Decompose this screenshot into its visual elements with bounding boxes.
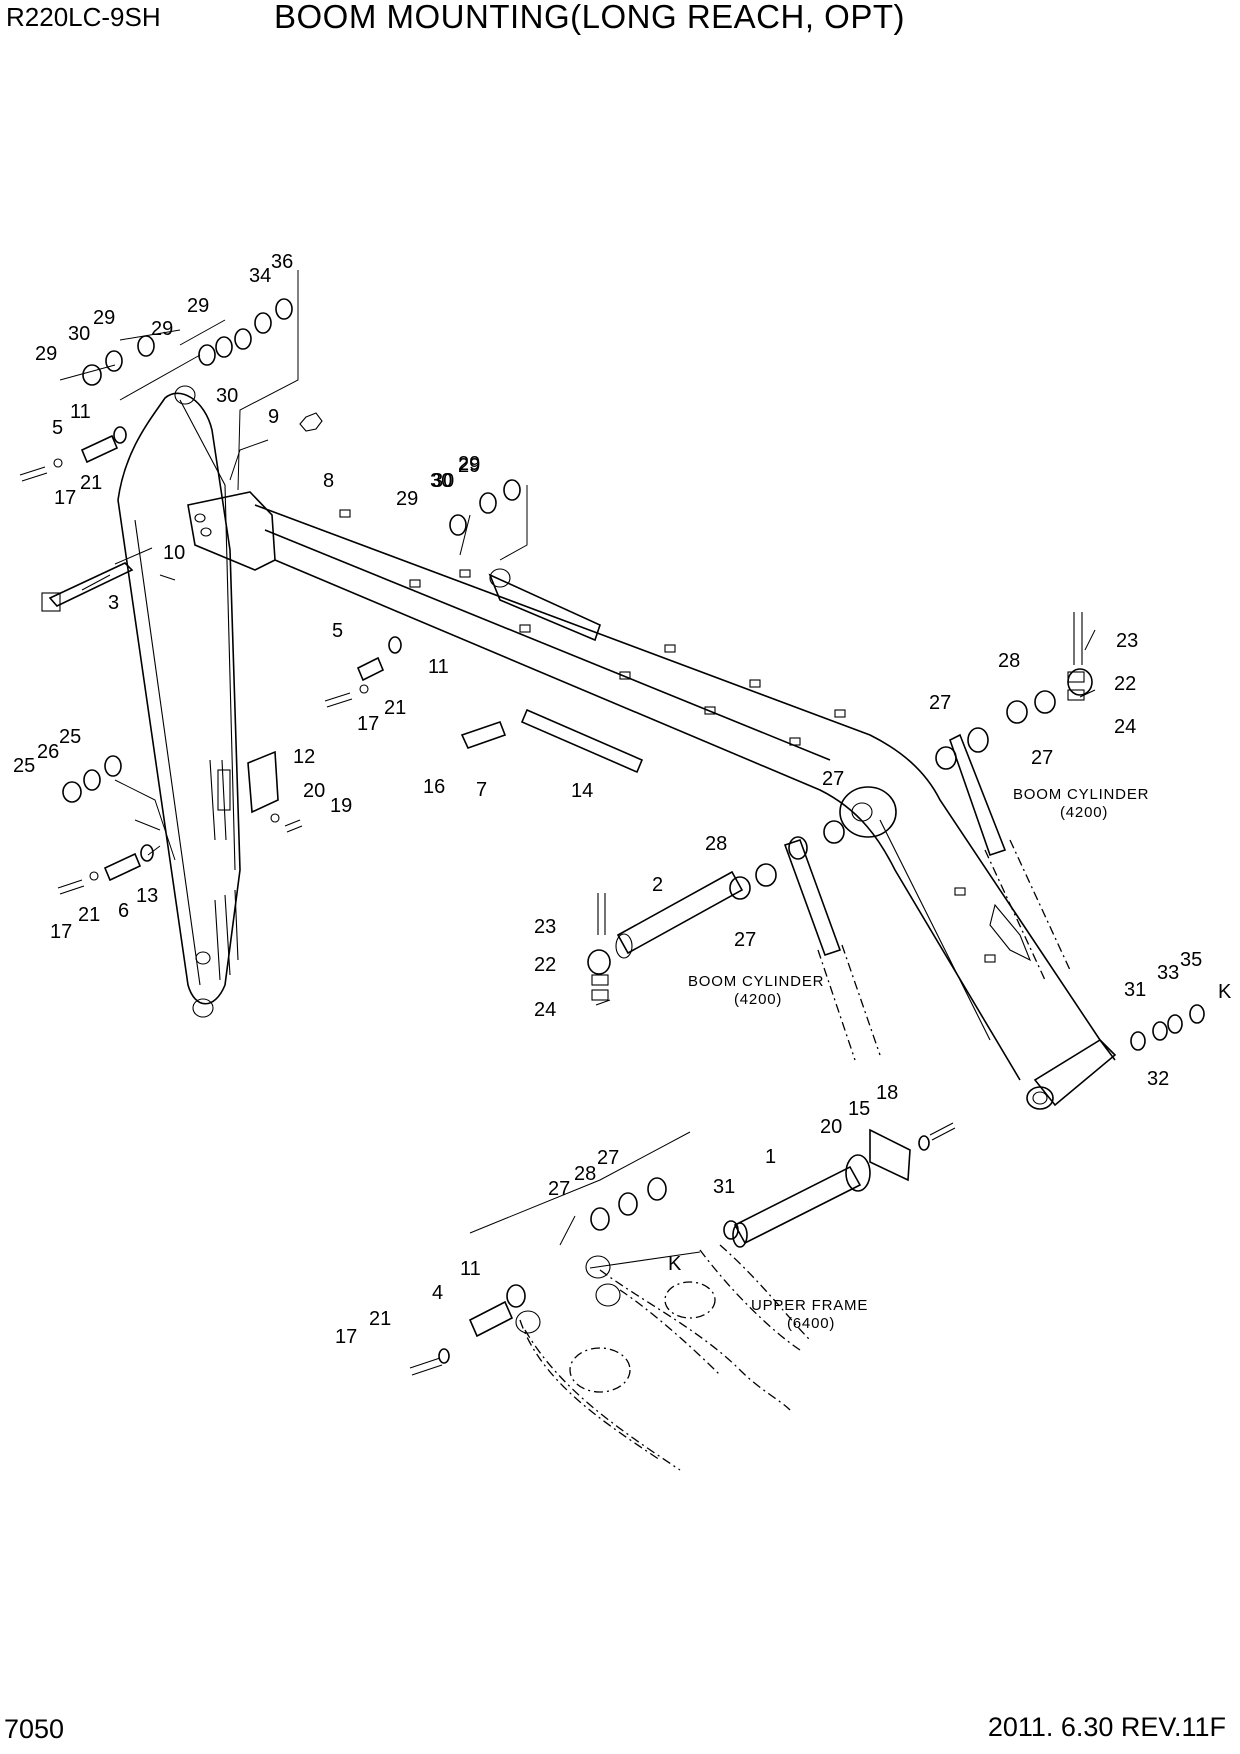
callout: 17 [50, 921, 72, 943]
callout: 17 [335, 1326, 357, 1348]
callout: 14 [571, 780, 593, 802]
callout: 36 [271, 251, 293, 273]
callout: 25 [59, 726, 81, 748]
callout: 33 [1157, 962, 1179, 984]
callout: 28 [705, 833, 727, 855]
callout: 24 [1114, 716, 1136, 738]
callout: 35 [1180, 949, 1202, 971]
note-boom-cylinder-mid: BOOM CYLINDER [688, 973, 824, 990]
callout: K [668, 1253, 682, 1275]
callout: 31 [713, 1176, 735, 1198]
callout: 21 [78, 904, 100, 926]
upper-frame-outline [515, 1244, 811, 1471]
callout-numbers: 36 34 29 29 30 29 29 30 29 30 9 8 11 5 2… [13, 251, 1232, 1348]
callout: 16 [423, 776, 445, 798]
callout: 31 [1124, 979, 1146, 1001]
callout: 29 [187, 295, 209, 317]
pins-and-links [41, 434, 1071, 1338]
callout: 17 [54, 487, 76, 509]
callout: 28 [998, 650, 1020, 672]
callout: 29 [458, 455, 480, 477]
callout: 30 [216, 385, 238, 407]
callout: 26 [37, 741, 59, 763]
callout: 27 [1031, 747, 1053, 769]
callout: 10 [163, 542, 185, 564]
callout: K [1218, 981, 1232, 1003]
callout: 1 [765, 1146, 776, 1168]
callout: 22 [534, 954, 556, 976]
callout: 21 [80, 472, 102, 494]
note-boom-cylinder-mid-ref: (4200) [734, 991, 782, 1008]
callout: 18 [876, 1082, 898, 1104]
note-upper-frame: UPPER FRAME [751, 1297, 868, 1314]
callout: 11 [460, 1258, 481, 1280]
callout: 27 [734, 929, 756, 951]
revision-date: 2011. 6.30 REV.11F [987, 1712, 1226, 1742]
callout: 24 [534, 999, 556, 1021]
callout: 7 [476, 779, 487, 801]
callout: 11 [70, 401, 91, 423]
callout: 21 [384, 697, 406, 719]
page-title: BOOM MOUNTING(LONG REACH, OPT) [274, 0, 906, 35]
callout: 4 [432, 1282, 443, 1304]
callout: 29 [93, 307, 115, 329]
callout: 13 [136, 885, 158, 907]
leader-lines [59, 270, 1096, 1246]
note-boom-cylinder-top-ref: (4200) [1060, 804, 1108, 821]
callout: 22 [1114, 673, 1136, 695]
page-number: 7050 [4, 1714, 65, 1744]
callout: 29 [458, 453, 480, 475]
callout: 2 [652, 874, 663, 896]
model-code: R220LC-9SH [6, 2, 161, 32]
callout: 5 [52, 417, 63, 439]
callout: 29 [35, 343, 57, 365]
callout: 32 [1147, 1068, 1169, 1090]
reference-notes: BOOM CYLINDER (4200) BOOM CYLINDER (4200… [688, 786, 1149, 1332]
callout: 25 [13, 755, 35, 777]
callout: 29 [151, 318, 173, 340]
callout: 23 [1116, 630, 1138, 652]
callout: 30 [68, 323, 90, 345]
callout: 23 [534, 916, 556, 938]
callout: 27 [822, 768, 844, 790]
callout: 20 [303, 780, 325, 802]
callout: 28 [574, 1163, 596, 1185]
callout: 30 [432, 470, 454, 492]
callout: 29 [396, 488, 418, 510]
callout: 21 [369, 1308, 391, 1330]
callout: 17 [357, 713, 379, 735]
callout: 8 [323, 470, 334, 492]
callout: 20 [820, 1116, 842, 1138]
callout: 27 [929, 692, 951, 714]
callout: 3 [108, 592, 119, 614]
callout: 27 [597, 1147, 619, 1169]
note-boom-cylinder-top: BOOM CYLINDER [1013, 786, 1149, 803]
callout: 5 [332, 620, 343, 642]
callout: 9 [268, 406, 279, 428]
callout: 11 [428, 656, 449, 678]
callout: 30 [430, 470, 452, 492]
callout: 6 [118, 900, 129, 922]
callout: 34 [249, 265, 271, 287]
note-upper-frame-ref: (6400) [787, 1315, 835, 1332]
washers [62, 298, 1205, 1364]
boom-assembly [117, 385, 1117, 1110]
callout: 27 [548, 1178, 570, 1200]
callout: 19 [330, 795, 352, 817]
bolts [19, 412, 1085, 1376]
callout: 12 [293, 746, 315, 768]
callout: 15 [848, 1098, 870, 1120]
